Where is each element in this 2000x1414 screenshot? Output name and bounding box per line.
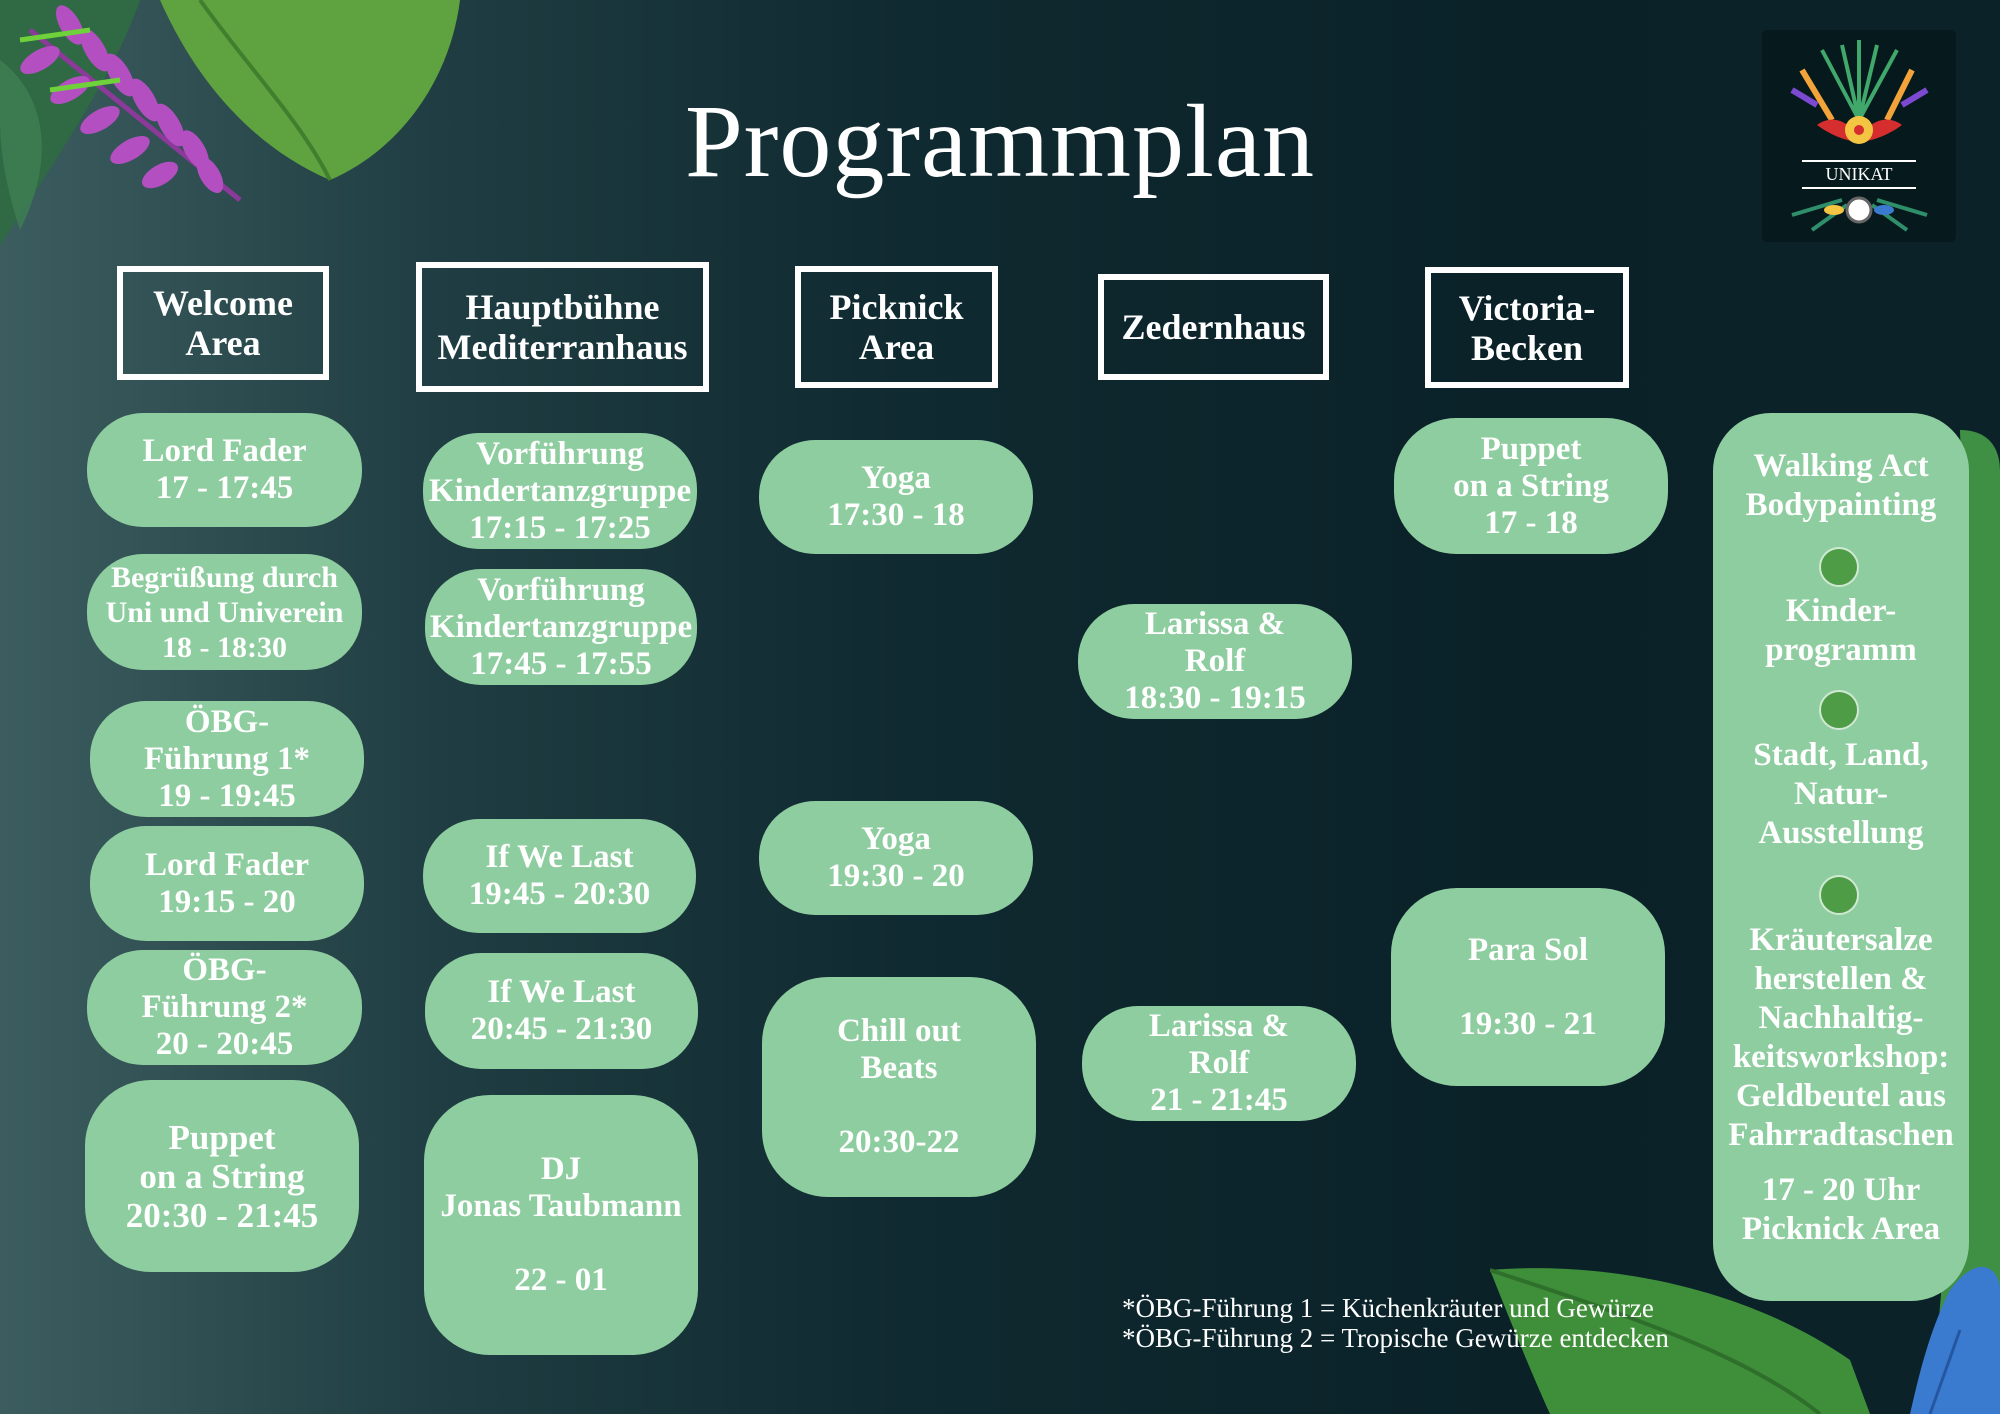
header-victoria-becken: Victoria- Becken	[1425, 267, 1629, 388]
event-para-sol: Para Sol 19:30 - 21	[1391, 888, 1665, 1086]
footnote-1: *ÖBG-Führung 1 = Küchenkräuter und Gewür…	[1122, 1293, 1654, 1323]
side-program-column: Walking Act Bodypainting Kinder- program…	[1713, 413, 1969, 1301]
event-yoga-2: Yoga 19:30 - 20	[759, 801, 1033, 915]
event-begruessung: Begrüßung durch Uni und Univerein 18 - 1…	[87, 554, 362, 670]
side-time-location: 17 - 20 Uhr Picknick Area	[1741, 1172, 1941, 1247]
unikat-logo: UNIKAT	[1762, 30, 1956, 242]
event-puppet-on-a-string-1: Puppet on a String 20:30 - 21:45	[85, 1080, 359, 1272]
bullet-dot-1	[1819, 547, 1859, 587]
event-larissa-rolf-2: Larissa & Rolf 21 - 21:45	[1082, 1006, 1356, 1121]
side-ausstellung: Stadt, Land, Natur- Ausstellung	[1753, 737, 1929, 851]
event-lord-fader-1: Lord Fader 17 - 17:45	[87, 413, 362, 527]
spice-logo-icon	[1790, 40, 1929, 232]
footnote-2: *ÖBG-Führung 2 = Tropische Gewürze entde…	[1122, 1323, 1669, 1353]
event-if-we-last-1: If We Last 19:45 - 20:30	[423, 819, 696, 933]
bullet-dot-3	[1819, 875, 1859, 915]
event-puppet-on-a-string-2: Puppet on a String 17 - 18	[1394, 418, 1668, 554]
event-yoga-1: Yoga 17:30 - 18	[759, 440, 1033, 554]
bullet-dot-2	[1819, 690, 1859, 730]
header-welcome-area: Welcome Area	[117, 266, 329, 380]
event-oebg-fuehrung-1: ÖBG- Führung 1* 19 - 19:45	[90, 701, 364, 817]
event-lord-fader-2: Lord Fader 19:15 - 20	[90, 826, 364, 941]
event-larissa-rolf-1: Larissa & Rolf 18:30 - 19:15	[1078, 604, 1352, 719]
header-zedernhaus: Zedernhaus	[1098, 274, 1329, 380]
event-dj-jonas-taubmann: DJ Jonas Taubmann 22 - 01	[424, 1095, 698, 1355]
event-chill-out-beats: Chill out Beats 20:30-22	[762, 977, 1036, 1197]
page-title: Programmplan	[684, 84, 1316, 199]
logo-wordmark: UNIKAT	[1802, 160, 1916, 189]
event-oebg-fuehrung-2: ÖBG- Führung 2* 20 - 20:45	[87, 950, 362, 1065]
event-kindertanzgruppe-1: Vorführung Kindertanzgruppe 17:15 - 17:2…	[423, 433, 697, 549]
event-if-we-last-2: If We Last 20:45 - 21:30	[425, 953, 698, 1069]
side-workshop: Kräutersalze herstellen & Nachhaltig- ke…	[1728, 922, 1954, 1153]
event-kindertanzgruppe-2: Vorführung Kindertanzgruppe 17:45 - 17:5…	[425, 569, 697, 685]
header-hauptbuehne: Hauptbühne Mediterranhaus	[416, 262, 709, 392]
header-picknick-area: Picknick Area	[795, 266, 998, 388]
side-walking-act: Walking Act Bodypainting	[1745, 448, 1937, 523]
side-kinderprogramm: Kinder- programm	[1765, 593, 1917, 668]
